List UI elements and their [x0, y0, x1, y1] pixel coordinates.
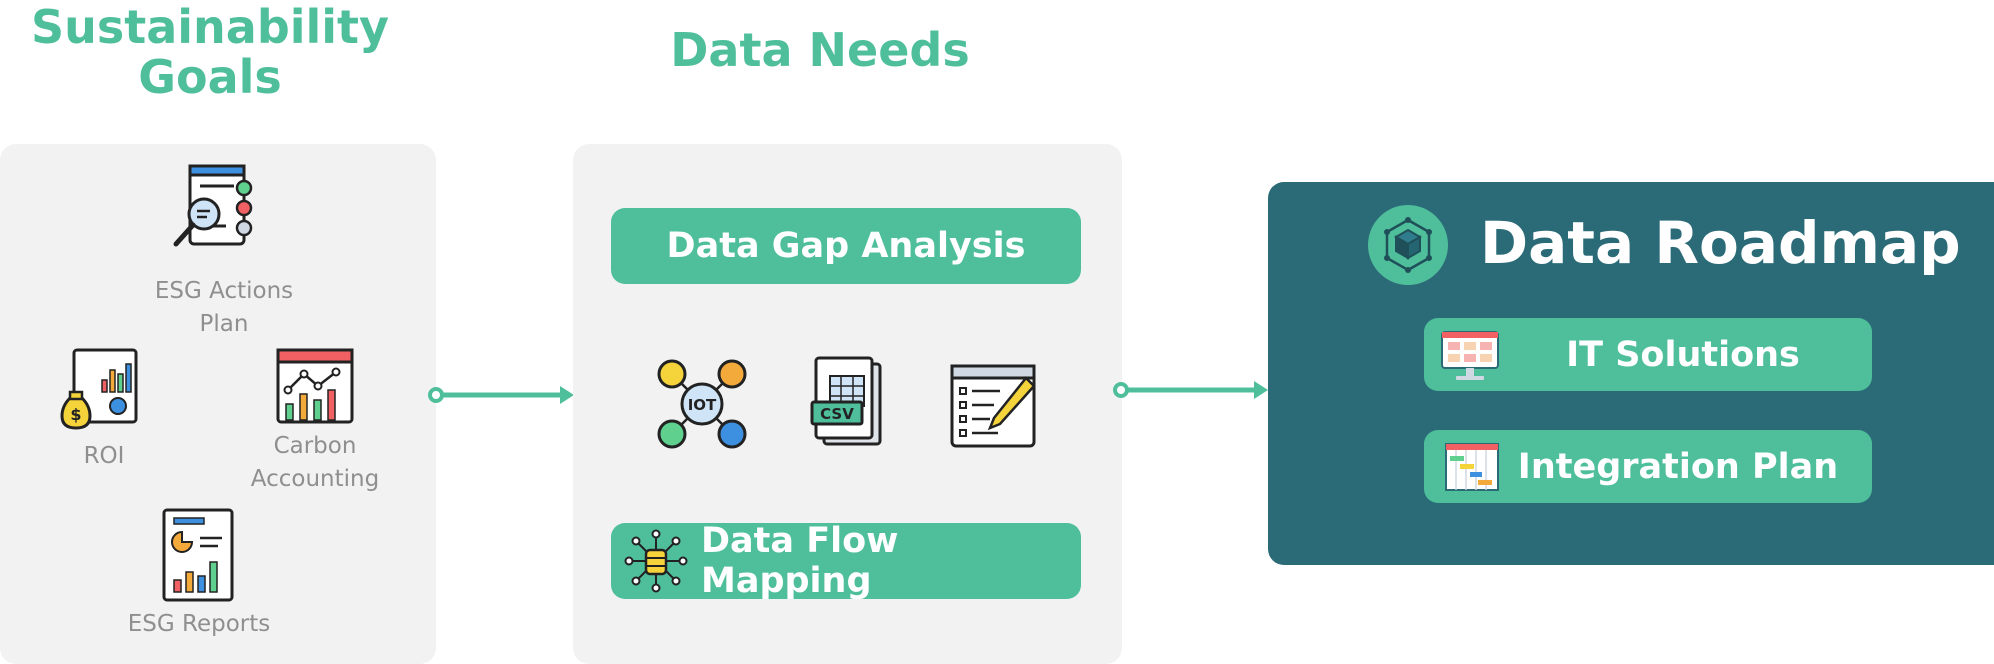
data-flow-mapping-box: Data Flow Mapping: [611, 521, 1081, 601]
carbon-accounting-label: Carbon Accounting: [250, 433, 380, 492]
esg-reports-label: ESG Reports: [127, 611, 271, 637]
gantt-chart-icon: [1445, 443, 1499, 491]
it-solutions-box: IT Solutions: [1424, 318, 1872, 391]
iot-icon-text: IOT: [688, 396, 717, 414]
report-document-chart-icon: [162, 508, 234, 602]
checklist-magnifier-icon: [173, 164, 253, 247]
data-gap-analysis-box: Data Gap Analysis: [611, 208, 1081, 284]
data-flow-mapping-label: Data Flow Mapping: [701, 521, 899, 601]
iot-network-icon: IOT: [657, 359, 747, 449]
it-solutions-label: IT Solutions: [1566, 334, 1800, 375]
svg-text:$: $: [70, 405, 81, 424]
esg-actions-plan-label: ESG Actions Plan: [154, 278, 294, 337]
monitor-icon: [1441, 331, 1499, 380]
csv-icon-text: CSV: [820, 405, 854, 423]
data-needs-heading: Data Needs: [670, 23, 970, 77]
integration-plan-label: Integration Plan: [1517, 446, 1839, 487]
integration-plan-box: Integration Plan: [1424, 430, 1872, 503]
line-bar-chart-browser-icon: [276, 348, 354, 424]
sustainability-goals-heading: Sustainability Goals: [30, 0, 390, 104]
roi-label: ROI: [83, 443, 125, 469]
arrow-goals-to-needs: [428, 386, 574, 404]
data-gap-analysis-label: Data Gap Analysis: [666, 226, 1026, 266]
browser-edit-icon: [950, 364, 1036, 448]
data-roadmap-title: Data Roadmap: [1480, 209, 1961, 277]
database-network-icon: [624, 529, 688, 593]
arrow-needs-to-roadmap: [1113, 381, 1268, 399]
csv-file-icon: CSV: [810, 356, 882, 446]
money-bag-chart-icon: $: [60, 348, 138, 430]
cube-network-icon: [1368, 205, 1448, 285]
